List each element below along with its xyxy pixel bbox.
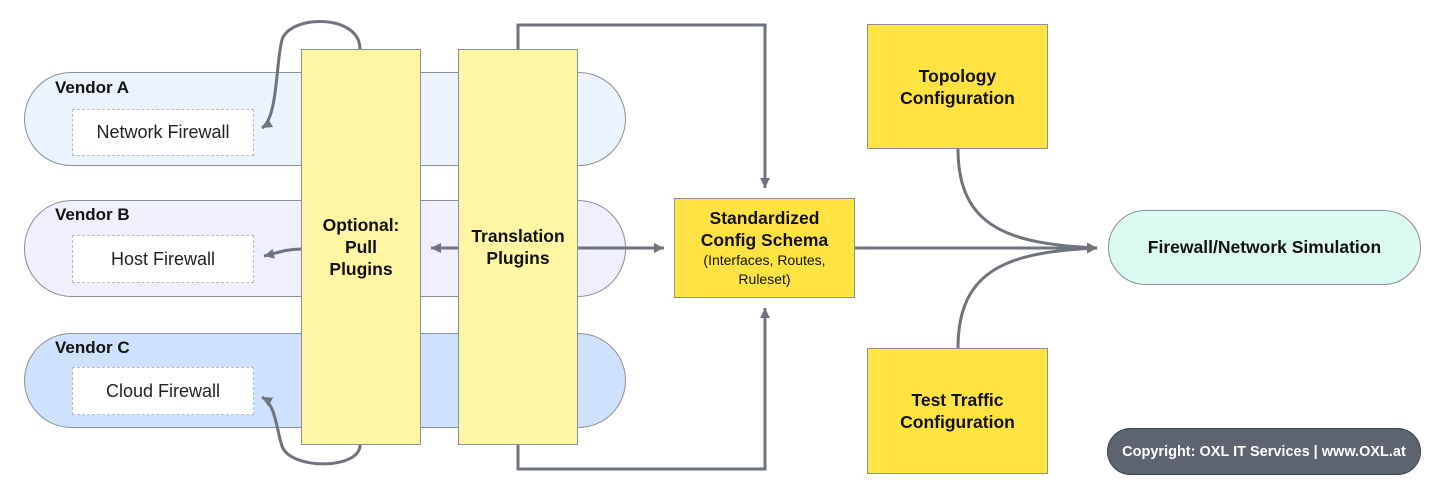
pull-to-host-firewall-arrow [263,247,303,259]
host-firewall-box: Host Firewall [72,235,254,283]
translation-plugins-line1: Translation [471,226,565,246]
test-traffic-configuration-box: Test Traffic Configuration [867,348,1048,474]
translation-plugins-column: Translation Plugins [458,49,578,445]
pull-plugins-column: Optional: Pull Plugins [301,49,421,445]
vendor-b-label: Vendor B [55,205,130,224]
schema-title-line2: Config Schema [700,230,829,250]
cloud-firewall-label: Cloud Firewall [105,380,221,401]
topology-line1: Topology [918,65,997,86]
cloud-firewall-box: Cloud Firewall [72,367,254,415]
host-firewall-label: Host Firewall [110,248,216,269]
translation-top-loop-arrow [516,23,770,188]
pull-to-cloud-firewall-arrow [261,395,362,466]
test-traffic-line1: Test Traffic [911,390,1004,410]
vendor-a-label: Vendor A [55,78,129,97]
pull-plugins-line2: Pull [344,237,378,257]
topology-line2: Configuration [900,87,1015,108]
test-traffic-line2: Configuration [900,412,1015,432]
topology-configuration-box: Topology Configuration [867,24,1048,149]
copyright-text: Copyright: OXL IT Services | www.OXL.at [1122,443,1406,460]
schema-title-line1: Standardized [709,208,820,228]
translation-bottom-loop-arrow [516,308,770,471]
pull-plugins-line3: Plugins [329,259,393,279]
pull-plugins-line1: Optional: [322,215,400,235]
translation-plugins-line2: Plugins [486,248,550,268]
schema-subtitle-line1: (Interfaces, Routes, [703,252,826,268]
topology-to-simulation-arrow [956,148,1098,253]
network-firewall-box: Network Firewall [72,109,254,156]
standardized-config-schema-box: Standardized Config Schema (Interfaces, … [674,198,855,298]
network-firewall-label: Network Firewall [96,122,230,142]
test-traffic-to-simulation-arrow [956,243,1098,349]
simulation-label: Firewall/Network Simulation [1147,237,1382,257]
schema-subtitle-line2: Ruleset) [738,271,791,287]
firewall-network-simulation-box: Firewall/Network Simulation [1108,210,1421,285]
copyright-badge: Copyright: OXL IT Services | www.OXL.at [1107,428,1421,475]
pull-to-network-firewall-arrow [260,20,362,130]
vendor-c-label: Vendor C [55,338,130,357]
